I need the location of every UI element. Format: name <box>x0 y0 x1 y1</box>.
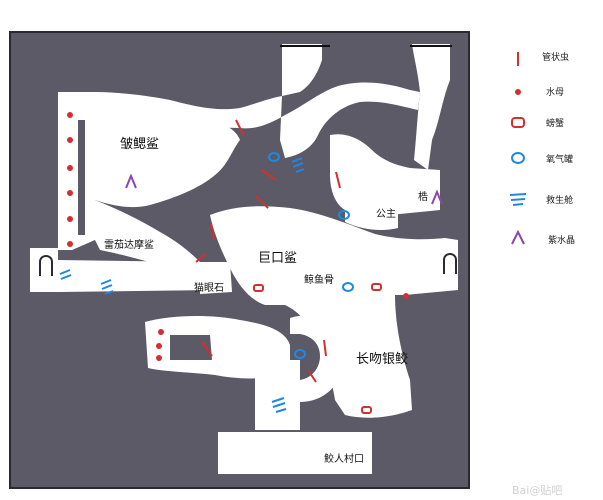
legend-label-tube-worm: 管状虫 <box>542 51 569 63</box>
label-princess: 公主 <box>376 208 396 220</box>
island-left-column <box>78 120 85 235</box>
bottom-corridor <box>255 360 300 430</box>
bottom-left-room <box>145 316 290 379</box>
jellyfish-marker <box>156 355 162 361</box>
lifeboat-marker <box>291 157 305 173</box>
watermark: Bai@贴吧 <box>512 483 562 497</box>
tube-worm-marker <box>335 171 341 189</box>
oxygen-tank-marker <box>338 210 350 220</box>
village-room <box>218 432 372 474</box>
shaft-left <box>282 44 322 96</box>
tunnels <box>30 44 458 474</box>
rock-islands <box>78 120 312 370</box>
label-megamouth: 巨口鲨 <box>258 251 297 266</box>
tube-worm-marker <box>323 339 327 357</box>
megamouth-chamber <box>210 206 458 418</box>
amethyst-marker <box>125 173 137 189</box>
crab-icon <box>511 117 525 128</box>
jellyfish-marker <box>67 216 73 222</box>
oxygen-tank-marker <box>268 152 280 162</box>
tube-worm-marker <box>255 195 269 209</box>
cats-eye-passage <box>200 262 232 294</box>
tube-worm-marker <box>235 119 245 137</box>
legend-label-crab: 螃蟹 <box>546 117 564 129</box>
jellyfish-marker <box>158 329 164 335</box>
label-longnose-chimaera: 长吻银鲛 <box>356 352 408 367</box>
jellyfish-marker <box>67 165 73 171</box>
tube-worm-marker <box>195 253 207 263</box>
island-bottom-left <box>170 335 212 360</box>
tube-worm-marker <box>210 223 215 241</box>
crab-marker <box>361 406 372 414</box>
left-corridor <box>30 248 215 292</box>
jellyfish-icon <box>515 89 521 95</box>
lifeboat-marker <box>271 397 287 413</box>
crab-marker <box>371 283 382 291</box>
left-column <box>58 92 95 250</box>
jellyfish-marker <box>67 241 73 247</box>
label-village-entrance: 鲛人村口 <box>324 452 364 465</box>
oxygen-tank-marker <box>294 349 306 359</box>
tube-worm-marker <box>261 169 277 181</box>
legend-label-jellyfish: 水母 <box>546 86 564 98</box>
crab-marker <box>253 284 264 292</box>
doorway-right <box>443 253 457 274</box>
tube-worm-marker <box>307 369 317 383</box>
amethyst-icon <box>511 229 525 245</box>
label-cats-eye-stone: 猫眼石 <box>194 281 224 294</box>
jellyfish-marker <box>156 343 162 349</box>
label-cigar-shark: 雷茄达摩鲨 <box>104 238 154 251</box>
chimaera-loop <box>290 315 346 402</box>
jellyfish-marker <box>67 112 73 118</box>
lifeboat-marker <box>100 279 114 295</box>
amethyst-marker <box>431 189 443 205</box>
shaft-right <box>412 44 450 170</box>
lifeboat-icon <box>509 193 527 206</box>
legend: 管状虫 水母 螃蟹 氧气罐 救生舱 紫水晶 <box>509 51 575 246</box>
legend-label-oxygen-tank: 氧气罐 <box>546 153 573 165</box>
jellyfish-marker <box>403 293 409 299</box>
oxygen-tank-icon <box>511 152 525 164</box>
princess-pocket <box>345 194 398 230</box>
upper-passage <box>95 82 420 158</box>
label-gob: 梏 <box>418 190 428 203</box>
doorway-left <box>39 255 53 276</box>
legend-label-amethyst: 紫水晶 <box>548 234 575 246</box>
legend-label-lifeboat: 救生舱 <box>546 194 573 206</box>
oxygen-tank-marker <box>342 282 354 292</box>
jellyfish-marker <box>67 137 73 143</box>
lifeboat-marker <box>59 269 72 280</box>
jellyfish-marker <box>67 190 73 196</box>
tube-worm-marker <box>201 341 213 357</box>
markers <box>39 45 457 414</box>
label-whale-bone: 鲸鱼骨 <box>304 273 334 286</box>
cigar-shark-chamber <box>95 200 200 268</box>
label-frilled-shark: 皱鳃鲨 <box>120 136 159 152</box>
